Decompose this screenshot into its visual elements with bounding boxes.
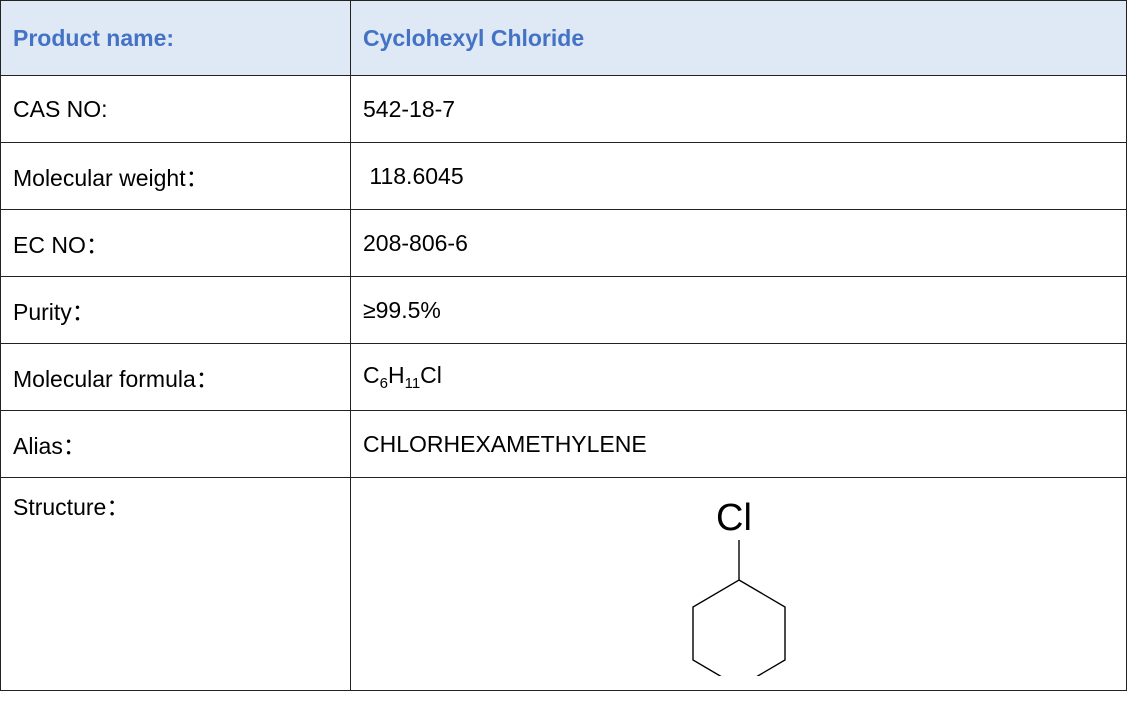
table-row-alias: Alias： CHLORHEXAMETHYLENE [0, 410, 1127, 478]
ec-label: EC NO： [0, 209, 351, 277]
table-row-purity: Purity： ≥99.5% [0, 276, 1127, 344]
alias-label: Alias： [0, 410, 351, 478]
table-row-formula: Molecular formula： C6H11Cl [0, 343, 1127, 411]
formula-element-hydrogen: H [387, 362, 405, 388]
product-name-label: Product name: [0, 0, 351, 76]
cas-value: 542-18-7 [350, 75, 1127, 143]
molecular-weight-label: Molecular weight： [0, 142, 351, 210]
table-row-cas: CAS NO: 542-18-7 [0, 75, 1127, 143]
alias-value: CHLORHEXAMETHYLENE [350, 410, 1127, 478]
product-spec-table: Product name: Cyclohexyl Chloride CAS NO… [0, 0, 1127, 691]
table-row-structure: Structure： Cl [0, 477, 1127, 691]
formula-subscript-carbon: 6 [379, 375, 388, 392]
table-header-row: Product name: Cyclohexyl Chloride [0, 0, 1127, 76]
product-name-value: Cyclohexyl Chloride [350, 0, 1127, 76]
structure-label: Structure： [0, 477, 351, 691]
formula-value: C6H11Cl [350, 343, 1127, 411]
structure-cell: Cl [350, 477, 1127, 691]
formula-element-carbon: C [363, 362, 380, 388]
ec-value: 208-806-6 [350, 209, 1127, 277]
chlorine-atom-label: Cl [716, 497, 752, 539]
molecular-weight-value: 118.6045 [350, 142, 1127, 210]
cyclohexane-ring [692, 579, 786, 676]
table-row-ec: EC NO： 208-806-6 [0, 209, 1127, 277]
formula-subscript-hydrogen: 11 [404, 375, 421, 392]
purity-value: ≥99.5% [350, 276, 1127, 344]
formula-element-chlorine: Cl [420, 362, 442, 388]
cas-label: CAS NO: [0, 75, 351, 143]
purity-label: Purity： [0, 276, 351, 344]
cyclohexyl-chloride-structure: Cl [692, 497, 786, 676]
table-row-molecular-weight: Molecular weight： 118.6045 [0, 142, 1127, 210]
formula-label: Molecular formula： [0, 343, 351, 411]
